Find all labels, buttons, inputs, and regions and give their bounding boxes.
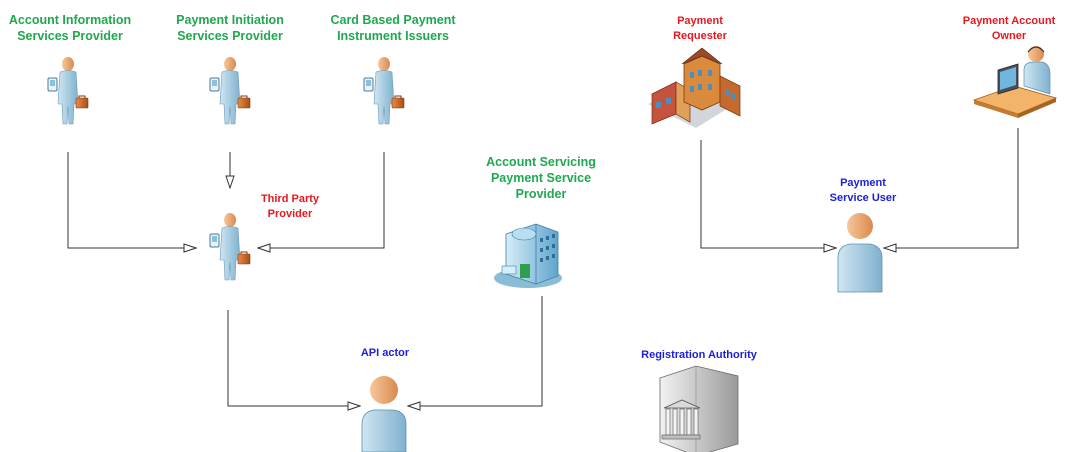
registration-authority-bank-icon [659, 365, 739, 452]
aspsp-label: Account Servicing Payment Service Provid… [486, 155, 596, 201]
payment-account-owner-desk-icon [972, 46, 1058, 118]
payment-service-user-label: Payment Service User [829, 177, 897, 204]
connectors [67, 128, 1019, 406]
payment-requester-houses-icon [648, 47, 741, 128]
registration-authority-label: Registration Authority [641, 349, 757, 361]
cbpii-person-icon [363, 56, 405, 125]
aisp-person-icon [47, 56, 89, 125]
tpp-to-api-actor-connector [227, 310, 360, 406]
pisp-person-icon [209, 56, 251, 125]
payment-account-owner-label: Payment Account Owner [962, 15, 1056, 42]
pisp-label: Payment Initiation Services Provider [176, 13, 284, 43]
cbpii-label: Card Based Payment Instrument Issuers [330, 13, 456, 43]
tpp-person-icon [209, 212, 251, 281]
cbpii-to-tpp-connector [258, 152, 385, 248]
payment-requester-label: Payment Requester [673, 15, 727, 42]
aspsp-building-icon [494, 223, 562, 288]
requester-to-psu-connector [700, 140, 836, 248]
owner-to-psu-connector [884, 128, 1019, 248]
tpp-label: Third Party Provider [260, 193, 320, 220]
aisp-to-tpp-connector [67, 152, 196, 248]
aspsp-to-api-actor-connector [408, 296, 543, 406]
api-actor-user-icon [361, 376, 407, 452]
payment-service-user-icon [837, 213, 883, 293]
api-actor-label: API actor [360, 347, 410, 359]
aisp-label: Account Information Services Provider [8, 13, 132, 43]
